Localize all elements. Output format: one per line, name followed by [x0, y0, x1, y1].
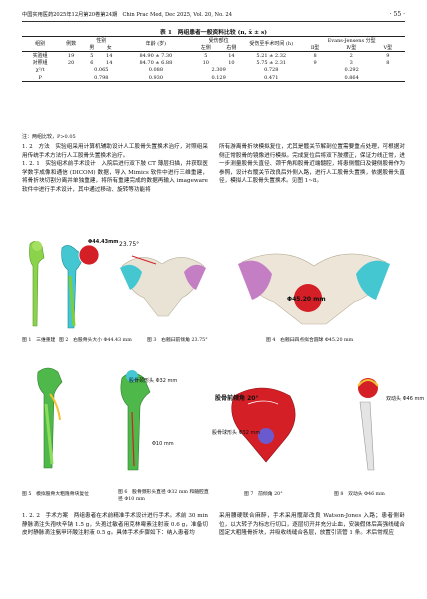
cell: 10: [202, 60, 209, 67]
th-ej-2: Ⅱ型: [298, 44, 332, 53]
cell: P: [22, 73, 59, 83]
th-ej-5: Ⅴ型: [370, 44, 405, 53]
th-female: 女: [99, 44, 119, 53]
cell: 0.065: [94, 67, 109, 74]
fig7-annotation-a: 股骨前倾角 20°: [215, 395, 259, 402]
cell: 5: [90, 52, 94, 59]
table-row: 对照组 20 6 14 84.70 ± 6.88 10 10 5.75 ± 2.…: [22, 60, 405, 67]
fig4-annotation: Φ45.20 mm: [287, 296, 326, 303]
paragraph: 1. 2 方法 实验组采用计算机辅助设计人工股骨头置换术治疗，对照组采用传统手术…: [22, 144, 208, 159]
cell: 2.309: [211, 67, 226, 74]
paragraph: 1. 2. 1 实验组术前手术设计 入院后进行双下肢 CT 薄层扫描，并获取医学…: [22, 161, 208, 193]
table-row: P 0.798 0.930 0.129 0.471 0.864: [22, 73, 405, 83]
figure-8-caption: 图 8 双动头 Φ46 mm: [334, 492, 385, 497]
cell: 0.088: [148, 67, 164, 74]
fig7-annotation-b: 股骨球形头 Φ32 mm: [212, 430, 261, 436]
th-right: 右侧: [218, 44, 245, 53]
paragraph: 所有游离骨折块模拟复位，尤其是髋关节解剖位置需要重点处理，可根据对侧正常股骨的镜…: [219, 144, 405, 185]
cell: 9: [313, 60, 317, 67]
th-age: 年龄 (岁): [118, 35, 193, 53]
figure-5-caption: 图 5 模拟股骨大粗隆骨块复位: [22, 492, 89, 497]
figure-3-image: [120, 255, 206, 317]
cell: [58, 67, 84, 74]
cell: 5: [204, 52, 208, 59]
figure-2-image: [61, 244, 100, 329]
figure-6-caption: 图 6 股骨颈形头直径 Φ32 mm 和髓腔直径 Φ10 mm: [118, 490, 209, 502]
th-male: 男: [83, 44, 100, 53]
fig3-annotation: 23.75°: [119, 241, 140, 248]
figure-4-caption: 图 4 右髋臼四点拟合圆球 Φ45.20 mm: [266, 338, 354, 343]
cell: 20: [67, 60, 75, 67]
fig8-annotation: 双动头 Φ46 mm: [386, 396, 425, 402]
cell: 0.471: [244, 73, 299, 83]
cell: 8: [313, 52, 317, 59]
figure-1-image: [29, 241, 45, 327]
cell: 84.90 ± 7.30: [139, 52, 173, 59]
cell: 6: [90, 60, 94, 67]
demographics-table: 组别 例数 性别 年龄 (岁) 受伤部位 受伤至手术时间 (h) Evans-J…: [22, 35, 405, 83]
th-left: 左侧: [193, 44, 219, 53]
cell: 0.129: [193, 73, 245, 83]
figure-7-image: [231, 387, 296, 463]
figure-7-caption: 图 7 前倾角 20°: [244, 492, 283, 497]
cell: [58, 73, 84, 83]
th-sex: 性别: [83, 36, 119, 45]
cell: 0.728: [264, 67, 279, 74]
left-column: 1. 2 方法 实验组采用计算机辅助设计人工股骨头置换术治疗，对照组采用传统手术…: [22, 143, 208, 195]
bottom-right-paragraph: 采用腰硬联合麻醉，手术采用髋部改良 Watson-Jones 入路；患者侧卧位，…: [219, 513, 405, 537]
figure-8-image: [357, 378, 379, 471]
cell: 3: [349, 60, 353, 67]
cell: 84.70 ± 6.88: [139, 60, 173, 67]
cell: 0.864: [298, 73, 405, 83]
cell: χ²/t: [35, 67, 45, 74]
bottom-left-paragraph: 1. 2. 2 手术方案 两组患者在术前精准手术设计进行手术。术前 30 min…: [22, 513, 208, 537]
right-column: 所有游离骨折块模拟复位，尤其是髋关节解剖位置需要重点处理，可根据对侧正常股骨的镜…: [219, 143, 405, 186]
table-note: 注：两组比较，P>0.05: [22, 134, 76, 140]
figure-1-caption: 图 1 三维重建: [22, 338, 56, 343]
cell: 9: [386, 52, 390, 59]
table-row: χ²/t 0.065 0.088 2.309 0.728 0.292: [22, 67, 405, 74]
cell: 实验组: [32, 52, 48, 59]
cell: 0.798: [83, 73, 119, 83]
running-header: 中国实用医药2025年12月第20卷第24期 Chin Prac Med, De…: [22, 8, 405, 20]
cell: 0.292: [344, 67, 359, 74]
fig6-annotation-b: Φ10 mm: [152, 441, 174, 447]
th-ej: Evans-Jensens 分型: [298, 36, 405, 45]
cell: 10: [228, 60, 235, 67]
figure-6-image: [120, 370, 151, 471]
cell: 14: [106, 60, 113, 67]
fig2-annotation: Φ44.43mm: [88, 239, 119, 245]
th-ej-4: Ⅳ型: [331, 44, 371, 53]
page-number: · 55 ·: [389, 10, 405, 18]
cell: 19: [67, 52, 75, 59]
journal-header: 中国实用医药2025年12月第20卷第24期 Chin Prac Med, De…: [22, 11, 233, 18]
cell: 14: [228, 52, 235, 59]
figure-3-caption: 图 3 右髋臼前倾角 23.75°: [147, 338, 208, 343]
cell: 8: [386, 60, 390, 67]
cell: 0.930: [118, 73, 193, 83]
figure-2-caption: 图 2 右股骨头大小 Φ44.43 mm: [59, 338, 132, 343]
cell: 对照组: [32, 60, 48, 67]
th-group: 组别: [22, 35, 59, 53]
cell: 5.21 ± 2.32: [256, 52, 287, 59]
fig6-annotation-a: 股骨颈形头 Φ32 mm: [129, 378, 178, 384]
th-side: 受伤部位: [193, 36, 245, 45]
header-rule: [22, 21, 405, 22]
table-caption: 表 1 两组患者一般资料比较 (n, x̄ ± s): [160, 30, 267, 36]
figure-5-image: [37, 367, 63, 469]
cell: 5.75 ± 2.31: [256, 60, 287, 67]
th-time: 受伤至手术时间 (h): [244, 35, 299, 53]
table-row: 实验组 19 5 14 84.90 ± 7.30 5 14 5.21 ± 2.3…: [22, 52, 405, 60]
cell: 14: [106, 52, 113, 59]
th-n: 例数: [58, 35, 84, 53]
figure-4-image: [238, 253, 390, 325]
cell: 2: [349, 52, 353, 59]
